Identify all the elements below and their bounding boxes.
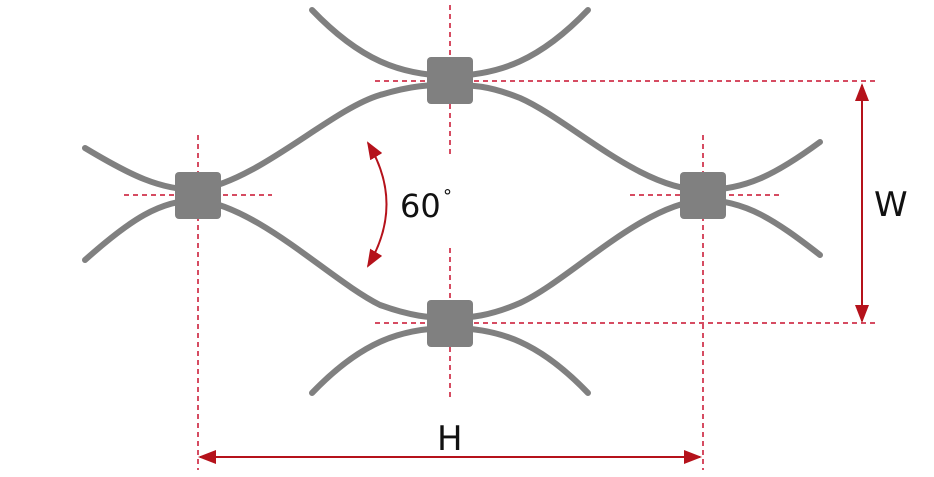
angle-arc-arrow: [366, 141, 388, 268]
clamp-bottom: [427, 300, 473, 347]
angle-label: 60: [400, 187, 441, 225]
width-label: W: [874, 185, 908, 225]
wire-clamps: [175, 57, 726, 347]
clamp-top: [427, 57, 473, 104]
degree-symbol: °: [443, 186, 452, 207]
clamp-left: [175, 172, 221, 219]
clamp-right: [680, 172, 726, 219]
height-label: H: [437, 419, 463, 459]
guide-lines: [124, 5, 876, 470]
